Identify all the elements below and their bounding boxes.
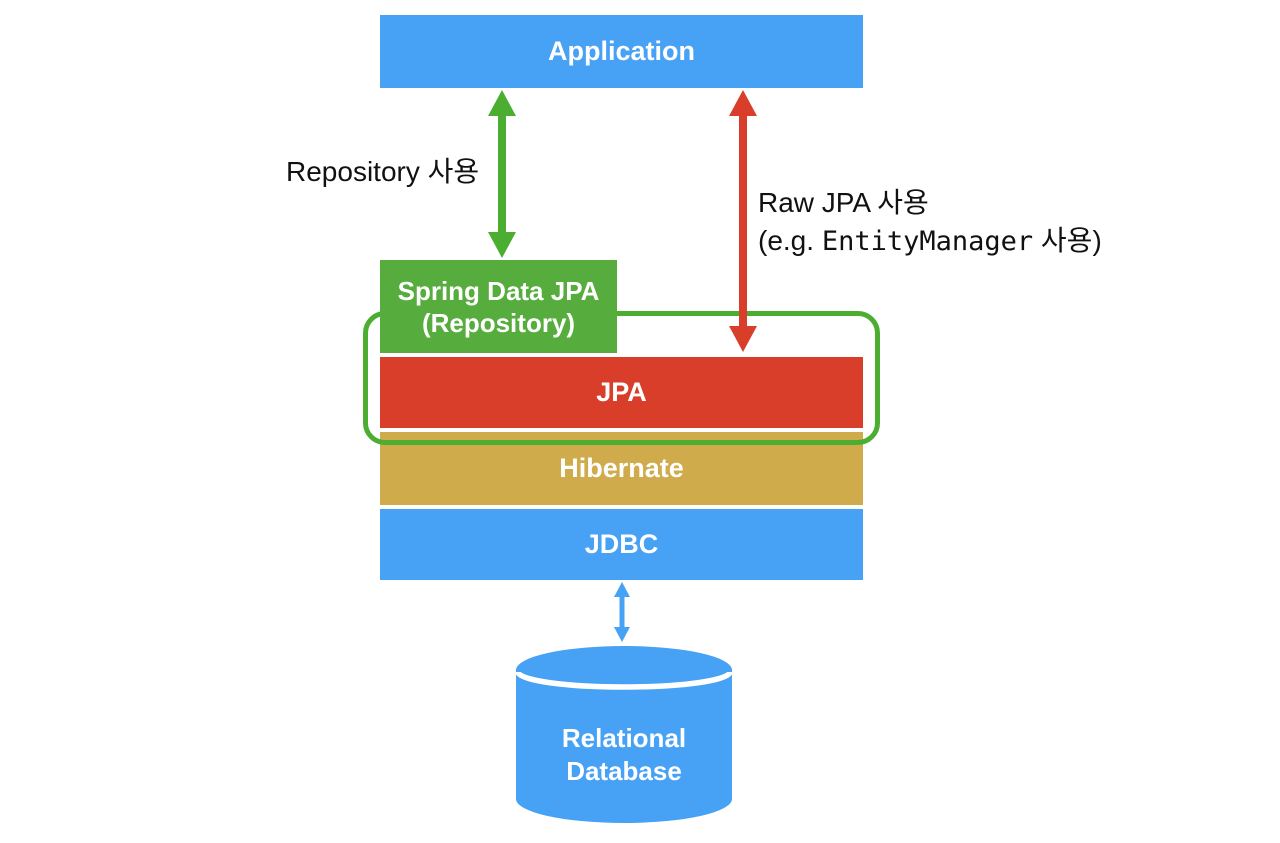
database-label-line1: Relational: [561, 723, 687, 753]
raw-jpa-usage-line2-suffix: 사용): [1033, 225, 1102, 256]
spring-data-jpa-box: Spring Data JPA (Repository): [380, 260, 617, 353]
repository-usage-label: Repository 사용: [286, 156, 480, 187]
application-box: Application: [380, 15, 863, 88]
database-cylinder-icon: [516, 646, 732, 823]
jpa-label: JPA: [596, 377, 647, 407]
jpa-group-outline: [363, 311, 880, 445]
database-label: Relational Database: [516, 722, 732, 788]
jpa-box: JPA: [380, 357, 863, 428]
entitymanager-code-text: EntityManager: [821, 226, 1034, 257]
repository-usage-double-arrow-icon: [488, 90, 516, 258]
jdbc-box: JDBC: [380, 509, 863, 580]
jdbc-database-double-arrow-icon: [614, 582, 630, 642]
raw-jpa-usage-double-arrow-icon: [729, 90, 757, 352]
jdbc-label: JDBC: [584, 529, 659, 559]
hibernate-label: Hibernate: [559, 453, 684, 483]
spring-data-jpa-label-line1: Spring Data JPA: [397, 275, 600, 306]
raw-jpa-usage-label: Raw JPA 사용 (e.g. EntityManager 사용): [758, 184, 1102, 261]
application-label: Application: [548, 36, 695, 66]
raw-jpa-usage-line2-prefix: (e.g.: [758, 225, 822, 256]
database-label-line2: Database: [566, 756, 682, 786]
raw-jpa-usage-line2: (e.g. EntityManager 사용): [758, 222, 1102, 261]
raw-jpa-usage-line1: Raw JPA 사용: [758, 187, 929, 218]
spring-data-jpa-label-line2: (Repository): [421, 307, 576, 338]
